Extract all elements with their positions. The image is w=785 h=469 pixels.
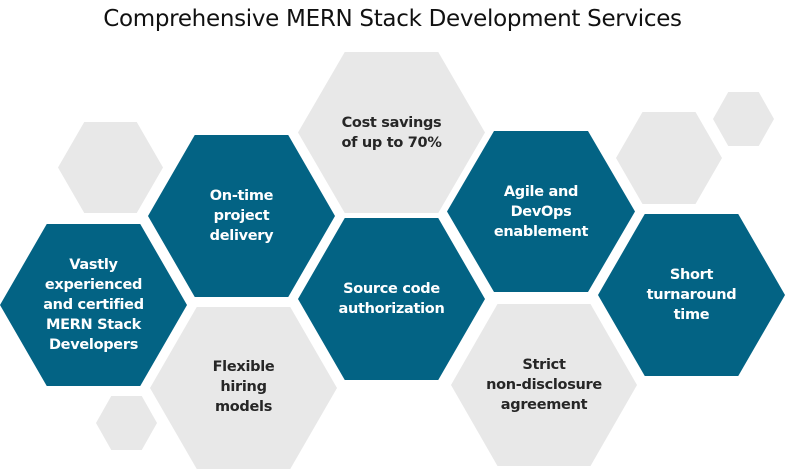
service-label: Flexible hiring models [212,359,275,415]
service-hexagon-on-time-delivery: On-time project delivery [148,135,335,297]
decorative-hexagon [58,122,163,213]
service-label: Source code authorization [338,281,445,317]
page-title: Comprehensive MERN Stack Development Ser… [103,6,682,32]
service-label: Agile and DevOps enablement [493,183,589,240]
decorative-hexagon [96,396,157,450]
service-label: Short turnaround time [646,267,737,323]
service-label: Strict non-disclosure agreement [486,357,602,413]
service-label: Cost savings of up to 70% [341,114,442,151]
service-hexagon-experienced-developers: Vastly experienced and certified MERN St… [0,224,187,386]
decorative-hexagon [713,92,774,146]
service-hexagon-short-turnaround: Short turnaround time [598,214,785,376]
service-hexagon-cost-savings: Cost savings of up to 70% [298,52,485,213]
decorative-hexagon [616,112,722,204]
service-label: Vastly experienced and certified MERN St… [43,257,144,353]
service-hexagon-flexible-hiring: Flexible hiring models [150,307,337,469]
service-label: On-time project delivery [209,188,274,244]
service-hexagon-agile-devops: Agile and DevOps enablement [447,131,635,292]
service-hexagon-nda: Strict non-disclosure agreement [451,304,637,466]
service-hexagon-source-code: Source code authorization [298,218,485,380]
